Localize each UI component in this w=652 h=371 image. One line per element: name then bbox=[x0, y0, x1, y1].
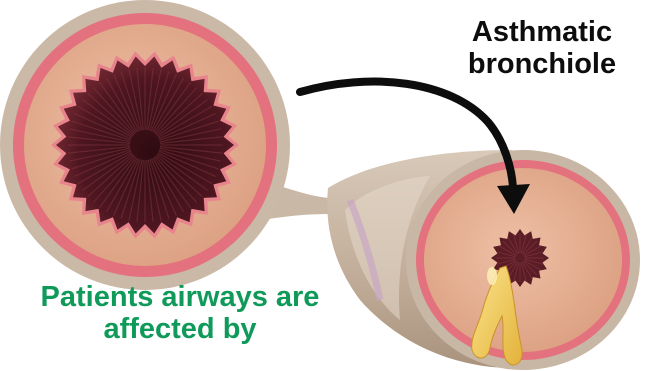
patients-label-line1: Patients airways are bbox=[0, 281, 400, 313]
asthmatic-bronchiole-label: Asthmatic bronchiole bbox=[434, 16, 650, 81]
patients-label-line2: affected by bbox=[0, 313, 400, 345]
asthmatic-label-line1: Asthmatic bbox=[434, 16, 650, 48]
mucus-highlight bbox=[487, 267, 497, 285]
asthmatic-label-line2: bronchiole bbox=[434, 48, 650, 80]
asthmatic-airway bbox=[406, 150, 640, 370]
patients-airways-label: Patients airways are affected by bbox=[0, 281, 400, 346]
healthy-airway bbox=[0, 0, 290, 290]
